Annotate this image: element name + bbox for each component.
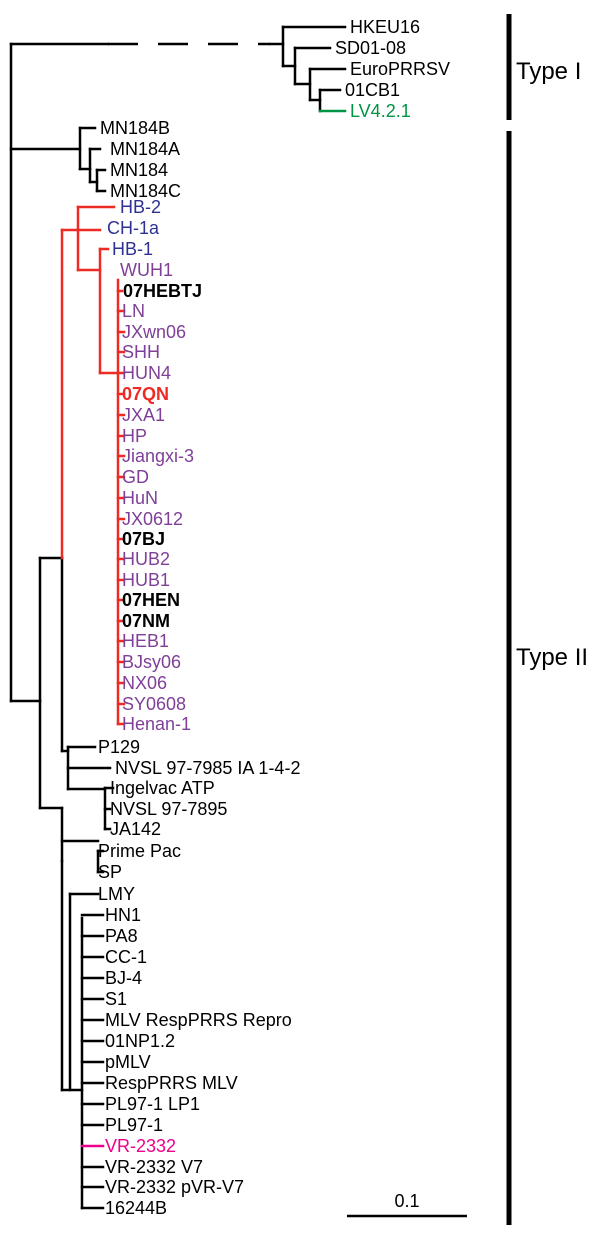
taxon-label: VR-2332 pVR-V7 <box>105 1177 244 1197</box>
taxon-label: 16244B <box>105 1198 167 1218</box>
taxon-label: Henan-1 <box>122 714 191 734</box>
taxon-label: 01NP1.2 <box>105 1031 175 1051</box>
taxon-label: PL97-1 <box>105 1115 163 1135</box>
taxon-label: 07HEN <box>122 590 180 610</box>
taxon-label: JXA1 <box>122 405 165 425</box>
scale-bar-label: 0.1 <box>394 1191 419 1211</box>
taxon-label: HEB1 <box>122 631 169 651</box>
taxon-label: NVSL 97-7985 IA 1-4-2 <box>115 758 300 778</box>
type2-label: Type II <box>516 644 588 671</box>
taxon-label: SY0608 <box>122 694 186 714</box>
taxon-label: Ingelvac ATP <box>110 778 215 798</box>
taxon-label: RespPRRS MLV <box>105 1073 238 1093</box>
taxon-label: HUB2 <box>122 549 170 569</box>
taxon-label: LN <box>122 301 145 321</box>
taxon-label: BJ-4 <box>105 968 142 988</box>
taxon-label: EuroPRRSV <box>350 59 450 79</box>
taxon-label: 07NM <box>122 611 170 631</box>
taxon-label: HuN <box>122 488 158 508</box>
taxon-label: MLV RespPRRS Repro <box>105 1010 292 1030</box>
taxon-label: MN184 <box>110 160 168 180</box>
tree-branches <box>9 25 347 1210</box>
taxon-label: pMLV <box>105 1052 151 1072</box>
taxon-label: HB-2 <box>120 197 161 217</box>
taxon-label: LV4.2.1 <box>350 101 411 121</box>
taxon-label: P129 <box>98 737 140 757</box>
taxon-label: Prime Pac <box>98 841 181 861</box>
taxon-label: CH-1a <box>107 218 160 238</box>
taxon-label: MN184A <box>110 139 180 159</box>
taxon-label: NVSL 97-7895 <box>110 799 227 819</box>
taxon-label: 01CB1 <box>345 80 400 100</box>
taxon-label: PL97-1 LP1 <box>105 1094 200 1114</box>
taxon-label: JA142 <box>110 819 161 839</box>
taxon-label: HKEU16 <box>350 17 420 37</box>
taxon-label: MN184B <box>100 118 170 138</box>
taxon-label: HN1 <box>105 905 141 925</box>
taxon-label: NX06 <box>122 673 167 693</box>
taxon-label: JX0612 <box>122 509 183 529</box>
taxon-label: 07BJ <box>122 529 165 549</box>
taxon-label: VR-2332 <box>105 1136 176 1156</box>
taxon-label: WUH1 <box>120 260 173 280</box>
taxon-label: MN184C <box>110 181 181 201</box>
taxon-label: 07HEBTJ <box>123 281 202 301</box>
taxon-label: HUN4 <box>122 363 171 383</box>
taxon-label: HB-1 <box>112 239 153 259</box>
taxon-label: CC-1 <box>105 947 147 967</box>
taxon-labels: HKEU16SD01-08EuroPRRSV01CB1LV4.2.1MN184B… <box>98 17 450 1218</box>
taxon-label: PA8 <box>105 926 138 946</box>
taxon-label: GD <box>122 467 149 487</box>
taxon-label: LMY <box>98 884 135 904</box>
taxon-label: HP <box>122 426 147 446</box>
taxon-label: Jiangxi-3 <box>122 446 194 466</box>
taxon-label: VR-2332 V7 <box>105 1157 203 1177</box>
taxon-label: SHH <box>122 342 160 362</box>
taxon-label: BJsy06 <box>122 652 181 672</box>
taxon-label: SP <box>98 862 122 882</box>
taxon-label: 07QN <box>122 384 169 404</box>
type1-label: Type I <box>516 58 581 85</box>
taxon-label: S1 <box>105 989 127 1009</box>
taxon-label: JXwn06 <box>122 322 186 342</box>
taxon-label: SD01-08 <box>335 38 406 58</box>
taxon-label: HUB1 <box>122 570 170 590</box>
